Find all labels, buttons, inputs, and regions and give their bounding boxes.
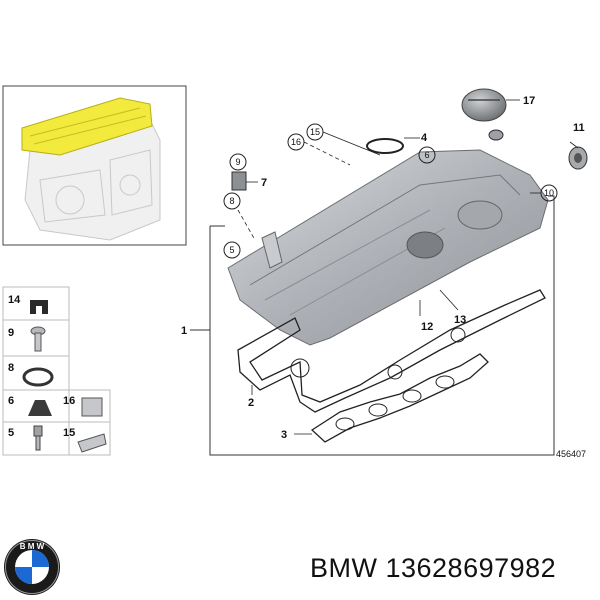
callout-7: 7 xyxy=(261,177,267,189)
callout-5: 5 xyxy=(229,245,234,255)
callout-1: 1 xyxy=(181,325,187,337)
part-7-valve xyxy=(231,171,247,191)
part-10-plug xyxy=(488,129,504,141)
valve-cover xyxy=(227,149,549,346)
part-4-seal xyxy=(366,138,404,154)
oil-filler-cap xyxy=(461,88,507,122)
brand-part-number: BMW 13628697982 xyxy=(310,553,557,583)
callout-8: 8 xyxy=(229,196,234,206)
part-8-ring-icon xyxy=(22,367,54,387)
legend-label-15: 15 xyxy=(63,427,75,439)
callout-12: 12 xyxy=(421,321,433,333)
callout-16: 16 xyxy=(291,137,301,147)
part-14-clip-icon xyxy=(30,300,48,314)
part-6-grommet-icon xyxy=(28,400,52,416)
part-5-stud-icon xyxy=(33,425,43,451)
part-15-clip-icon xyxy=(77,433,107,453)
callout-9: 9 xyxy=(235,157,240,167)
callout-13: 13 xyxy=(454,314,466,326)
diagram-code: 456407 xyxy=(556,449,586,459)
part-9-bolt-icon xyxy=(30,326,46,352)
callout-2: 2 xyxy=(248,397,254,409)
legend-label-14: 14 xyxy=(8,294,21,306)
part-16-bracket-icon xyxy=(81,397,103,417)
svg-text:B M W: B M W xyxy=(20,542,45,551)
callout-6: 6 xyxy=(424,150,429,160)
callout-10: 10 xyxy=(544,188,554,198)
callout-17: 17 xyxy=(523,95,535,107)
callouts: 15 16 9 8 6 5 10 xyxy=(223,123,558,259)
part-11-sensor xyxy=(568,146,588,170)
legend-label-5: 5 xyxy=(8,427,14,439)
engine-thumbnail xyxy=(2,85,187,246)
callout-4: 4 xyxy=(421,132,428,144)
callout-15: 15 xyxy=(310,127,320,137)
gasket-2 xyxy=(237,289,546,413)
legend-label-6: 6 xyxy=(8,395,14,407)
callout-11: 11 xyxy=(573,122,585,134)
legend-label-9: 9 xyxy=(8,327,14,339)
bmw-logo: B M W xyxy=(4,539,60,595)
highlighted-cover xyxy=(21,97,153,156)
leader-lines xyxy=(237,99,579,435)
callout-3: 3 xyxy=(281,429,287,441)
legend-label-16: 16 xyxy=(63,395,75,407)
legend-label-8: 8 xyxy=(8,362,14,374)
parts-legend: 14 9 8 6 16 5 15 xyxy=(2,286,111,456)
gasket-3 xyxy=(310,353,489,443)
assembly-frame xyxy=(190,195,555,456)
